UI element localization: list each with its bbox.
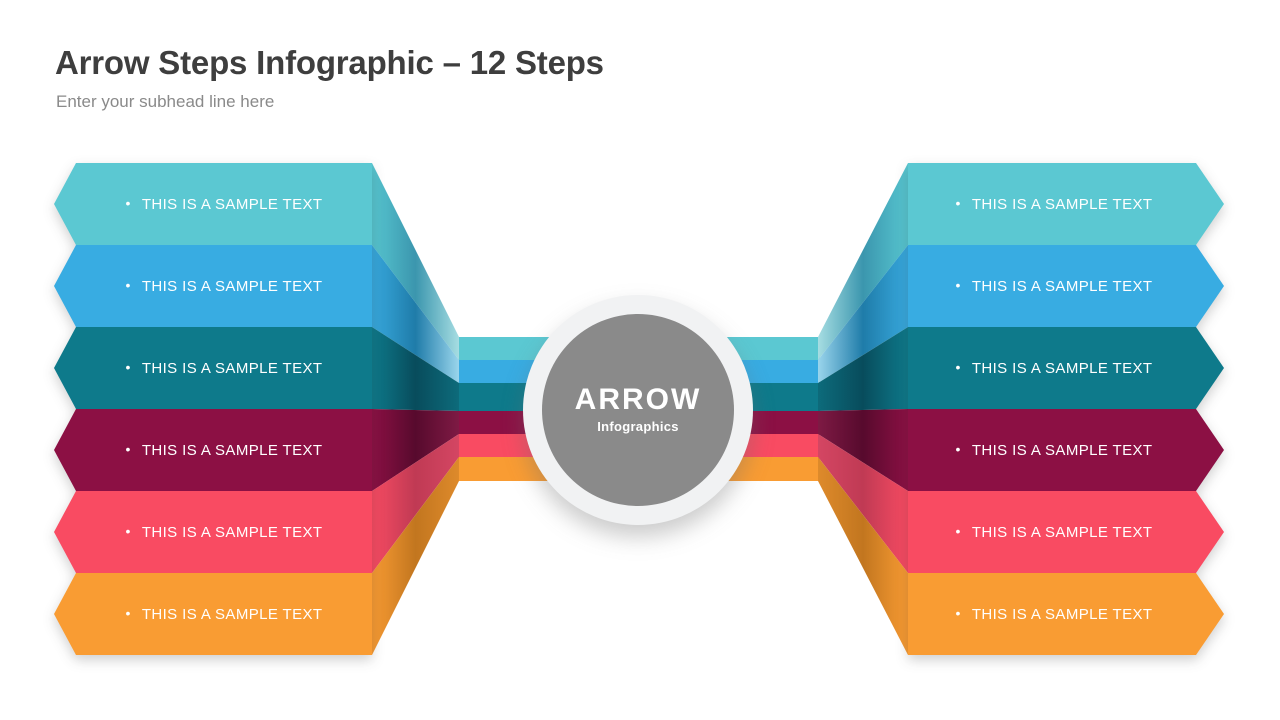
band-right-1 bbox=[818, 163, 908, 360]
band-left-6 bbox=[372, 457, 459, 655]
arrow-right-2 bbox=[908, 245, 1224, 327]
arrow-right-6 bbox=[908, 573, 1224, 655]
band-right-4 bbox=[818, 409, 908, 491]
band-right-2 bbox=[818, 245, 908, 383]
arrow-right-4 bbox=[908, 409, 1224, 491]
band-right-6 bbox=[818, 457, 908, 655]
band-left-2 bbox=[372, 245, 459, 383]
band-left-3 bbox=[372, 327, 459, 411]
arrow-left-1 bbox=[54, 163, 372, 245]
arrow-left-6 bbox=[54, 573, 372, 655]
badge-subtitle: Infographics bbox=[597, 419, 679, 434]
arrow-left-5 bbox=[54, 491, 372, 573]
band-right-5 bbox=[818, 434, 908, 573]
band-left-5 bbox=[372, 434, 459, 573]
page-title: Arrow Steps Infographic – 12 Steps bbox=[55, 44, 604, 81]
perspective-bands-left bbox=[372, 163, 459, 655]
perspective-bands-right bbox=[818, 163, 908, 655]
arrow-left-3 bbox=[54, 327, 372, 409]
center-badge: ARROW Infographics bbox=[523, 295, 753, 525]
center-badge-circle: ARROW Infographics bbox=[542, 314, 734, 506]
arrow-right-5 bbox=[908, 491, 1224, 573]
band-left-1 bbox=[372, 163, 459, 360]
arrow-left-2 bbox=[54, 245, 372, 327]
page-subhead: Enter your subhead line here bbox=[56, 92, 275, 111]
arrow-right-3 bbox=[908, 327, 1224, 409]
badge-title: ARROW bbox=[574, 383, 702, 416]
arrow-right-1 bbox=[908, 163, 1224, 245]
band-right-3 bbox=[818, 327, 908, 411]
arrow-left-4 bbox=[54, 409, 372, 491]
arrow-shapes bbox=[54, 163, 1224, 655]
band-left-4 bbox=[372, 409, 459, 491]
